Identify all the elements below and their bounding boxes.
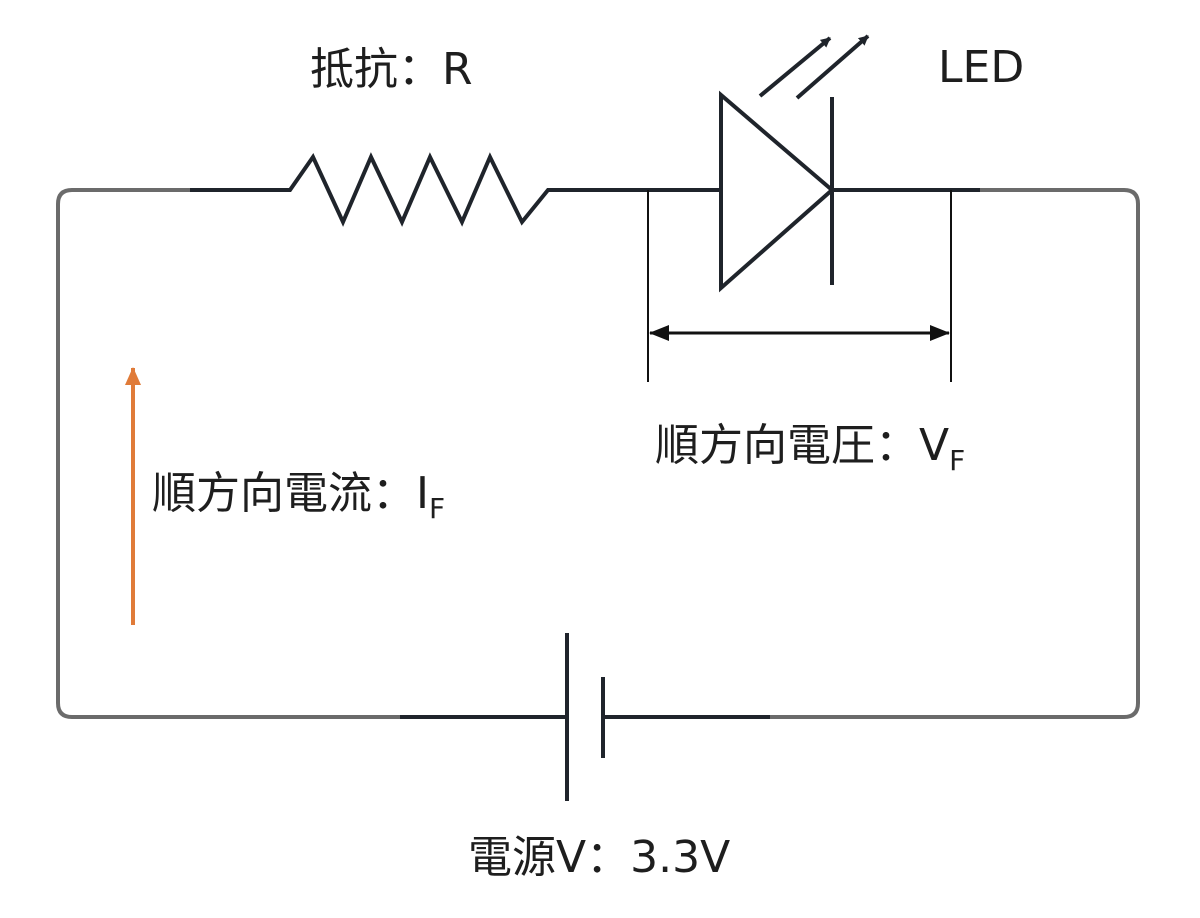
forward-voltage-text: 順方向電圧：V: [655, 420, 949, 471]
forward-voltage-label: 順方向電圧：VF: [655, 420, 965, 477]
resistor-symbol: [190, 152, 612, 227]
forward-current-subscript: F: [429, 492, 445, 525]
battery-symbol: [400, 633, 770, 801]
light-emission-arrow-icon: [795, 34, 870, 100]
power-supply-label: 電源V：3.3V: [468, 832, 730, 883]
forward-voltage-dimension: [647, 190, 952, 382]
forward-current-label: 順方向電流：IF: [152, 468, 445, 525]
led-symbol: [612, 34, 980, 293]
led-label: LED: [938, 42, 1024, 93]
forward-current-text: 順方向電流：I: [152, 468, 429, 519]
forward-voltage-subscript: F: [949, 444, 965, 477]
wire-loop: [56, 188, 1140, 719]
resistor-label: 抵抗：R: [310, 44, 473, 95]
light-emission-arrow-icon: [758, 36, 832, 98]
